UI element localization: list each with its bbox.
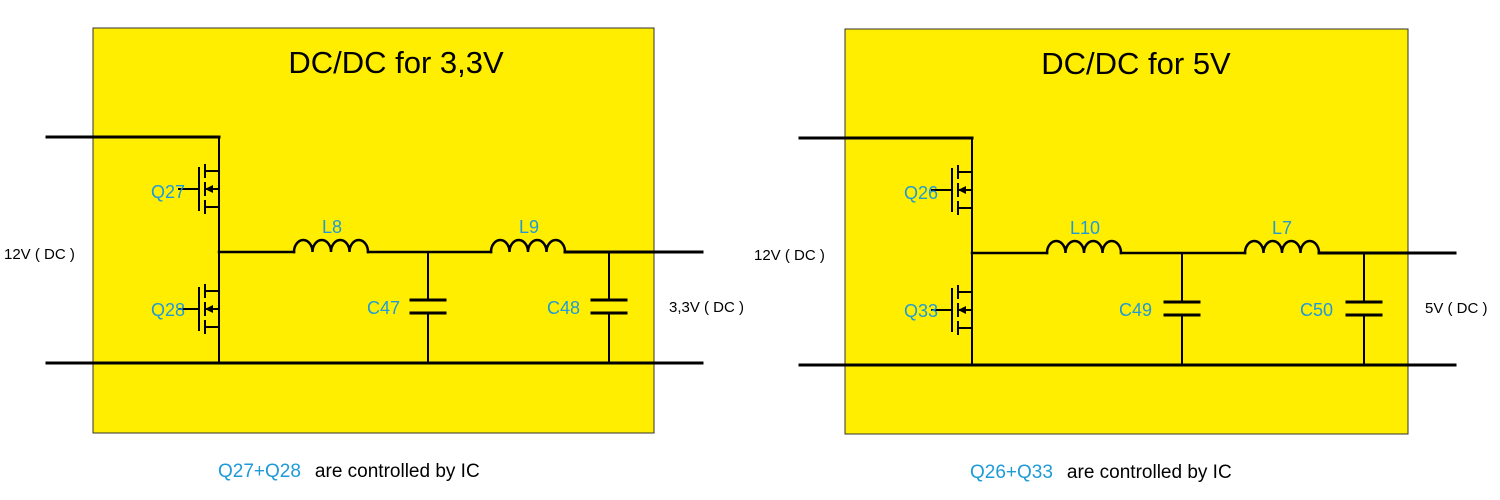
capacitor-2-symbol: [590, 251, 628, 364]
high-side-fet-label: Q26: [904, 183, 938, 203]
output-voltage-label: 3,3V ( DC ): [669, 299, 744, 316]
inductor-2-label: L9: [519, 217, 539, 237]
inductor-2-symbol: [1243, 239, 1321, 255]
capacitor-1-label: C47: [367, 298, 400, 318]
capacitor-2-label: C48: [547, 298, 580, 318]
inductor-1-label: L8: [322, 217, 342, 237]
panel-background: [92, 27, 655, 434]
output-voltage-label: 5V ( DC ): [1425, 300, 1488, 317]
control-note: Q27+Q28 are controlled by IC: [218, 461, 480, 482]
inductor-2-symbol: [489, 238, 567, 254]
panel-background: [844, 28, 1409, 435]
inductor-2-label: L7: [1272, 218, 1292, 238]
converter-panel-3v3: DC/DC for 3,3V: [4, 27, 744, 482]
capacitor-1-symbol: [409, 251, 447, 364]
input-voltage-label: 12V ( DC ): [4, 246, 75, 263]
control-note-refs: Q26+Q33: [970, 462, 1053, 483]
control-note: Q26+Q33 are controlled by IC: [970, 462, 1232, 483]
inductor-1-symbol: [1045, 239, 1123, 255]
low-side-fet-label: Q28: [151, 300, 185, 320]
inductor-1-symbol: [292, 238, 370, 254]
capacitor-2-label: C50: [1300, 300, 1333, 320]
inductor-1-label: L10: [1070, 218, 1100, 238]
capacitor-1-label: C49: [1119, 300, 1152, 320]
low-side-fet-label: Q33: [904, 301, 938, 321]
high-side-mosfet-symbol: [178, 164, 220, 214]
high-side-fet-label: Q27: [151, 182, 185, 202]
panel-title: DC/DC for 5V: [1041, 46, 1231, 81]
high-side-mosfet-symbol: [931, 165, 973, 215]
capacitor-2-symbol: [1345, 252, 1383, 366]
input-voltage-label: 12V ( DC ): [754, 247, 825, 264]
low-side-mosfet-symbol: [931, 285, 973, 335]
converter-panel-5v: DC/DC for 5V: [754, 28, 1488, 483]
capacitor-1-symbol: [1163, 252, 1201, 366]
control-note-text: are controlled by IC: [1067, 462, 1232, 483]
panel-title: DC/DC for 3,3V: [288, 45, 504, 80]
low-side-mosfet-symbol: [178, 284, 220, 334]
control-note-refs: Q27+Q28: [218, 461, 301, 482]
control-note-text: are controlled by IC: [315, 461, 480, 482]
